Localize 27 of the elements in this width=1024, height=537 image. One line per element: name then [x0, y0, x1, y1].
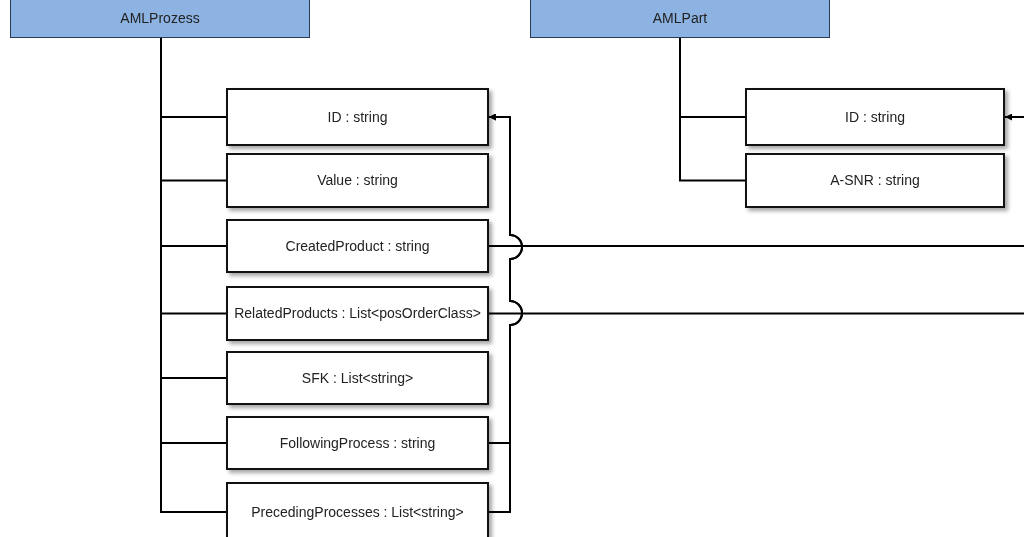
- attribute-box: [226, 482, 489, 537]
- node-label: CreatedProduct : string: [285, 236, 430, 256]
- node-label: AMLProzess: [120, 9, 200, 28]
- node-label: RelatedProducts : List<posOrderClass>: [234, 304, 481, 323]
- node-label: SFK : List<string>: [301, 368, 414, 388]
- connector-line: [488, 312, 1024, 315]
- attribute-box: [226, 153, 489, 208]
- connector-line: [679, 37, 746, 182]
- class-header-box: [10, 0, 310, 38]
- node-label: AMLPart: [652, 9, 708, 28]
- arrow: [488, 113, 523, 513]
- attribute-box: [745, 153, 1005, 208]
- node-label: Value : string: [317, 171, 398, 190]
- node-label: ID : string: [327, 107, 388, 127]
- node-label: PrecedingProcesses : List<string>: [251, 502, 464, 522]
- node-label: ID : string: [845, 107, 905, 127]
- attribute-box: [226, 416, 489, 470]
- attribute-box: [226, 286, 489, 341]
- attribute-box: [745, 88, 1005, 146]
- class-header-box: [530, 0, 830, 38]
- attribute-box: [226, 351, 489, 405]
- attribute-box: [226, 219, 489, 273]
- node-label: A-SNR : string: [830, 171, 920, 190]
- arrow: [1004, 113, 1024, 121]
- attribute-box: [226, 88, 489, 146]
- node-label: FollowingProcess : string: [279, 433, 436, 453]
- connector-line: [488, 245, 1024, 247]
